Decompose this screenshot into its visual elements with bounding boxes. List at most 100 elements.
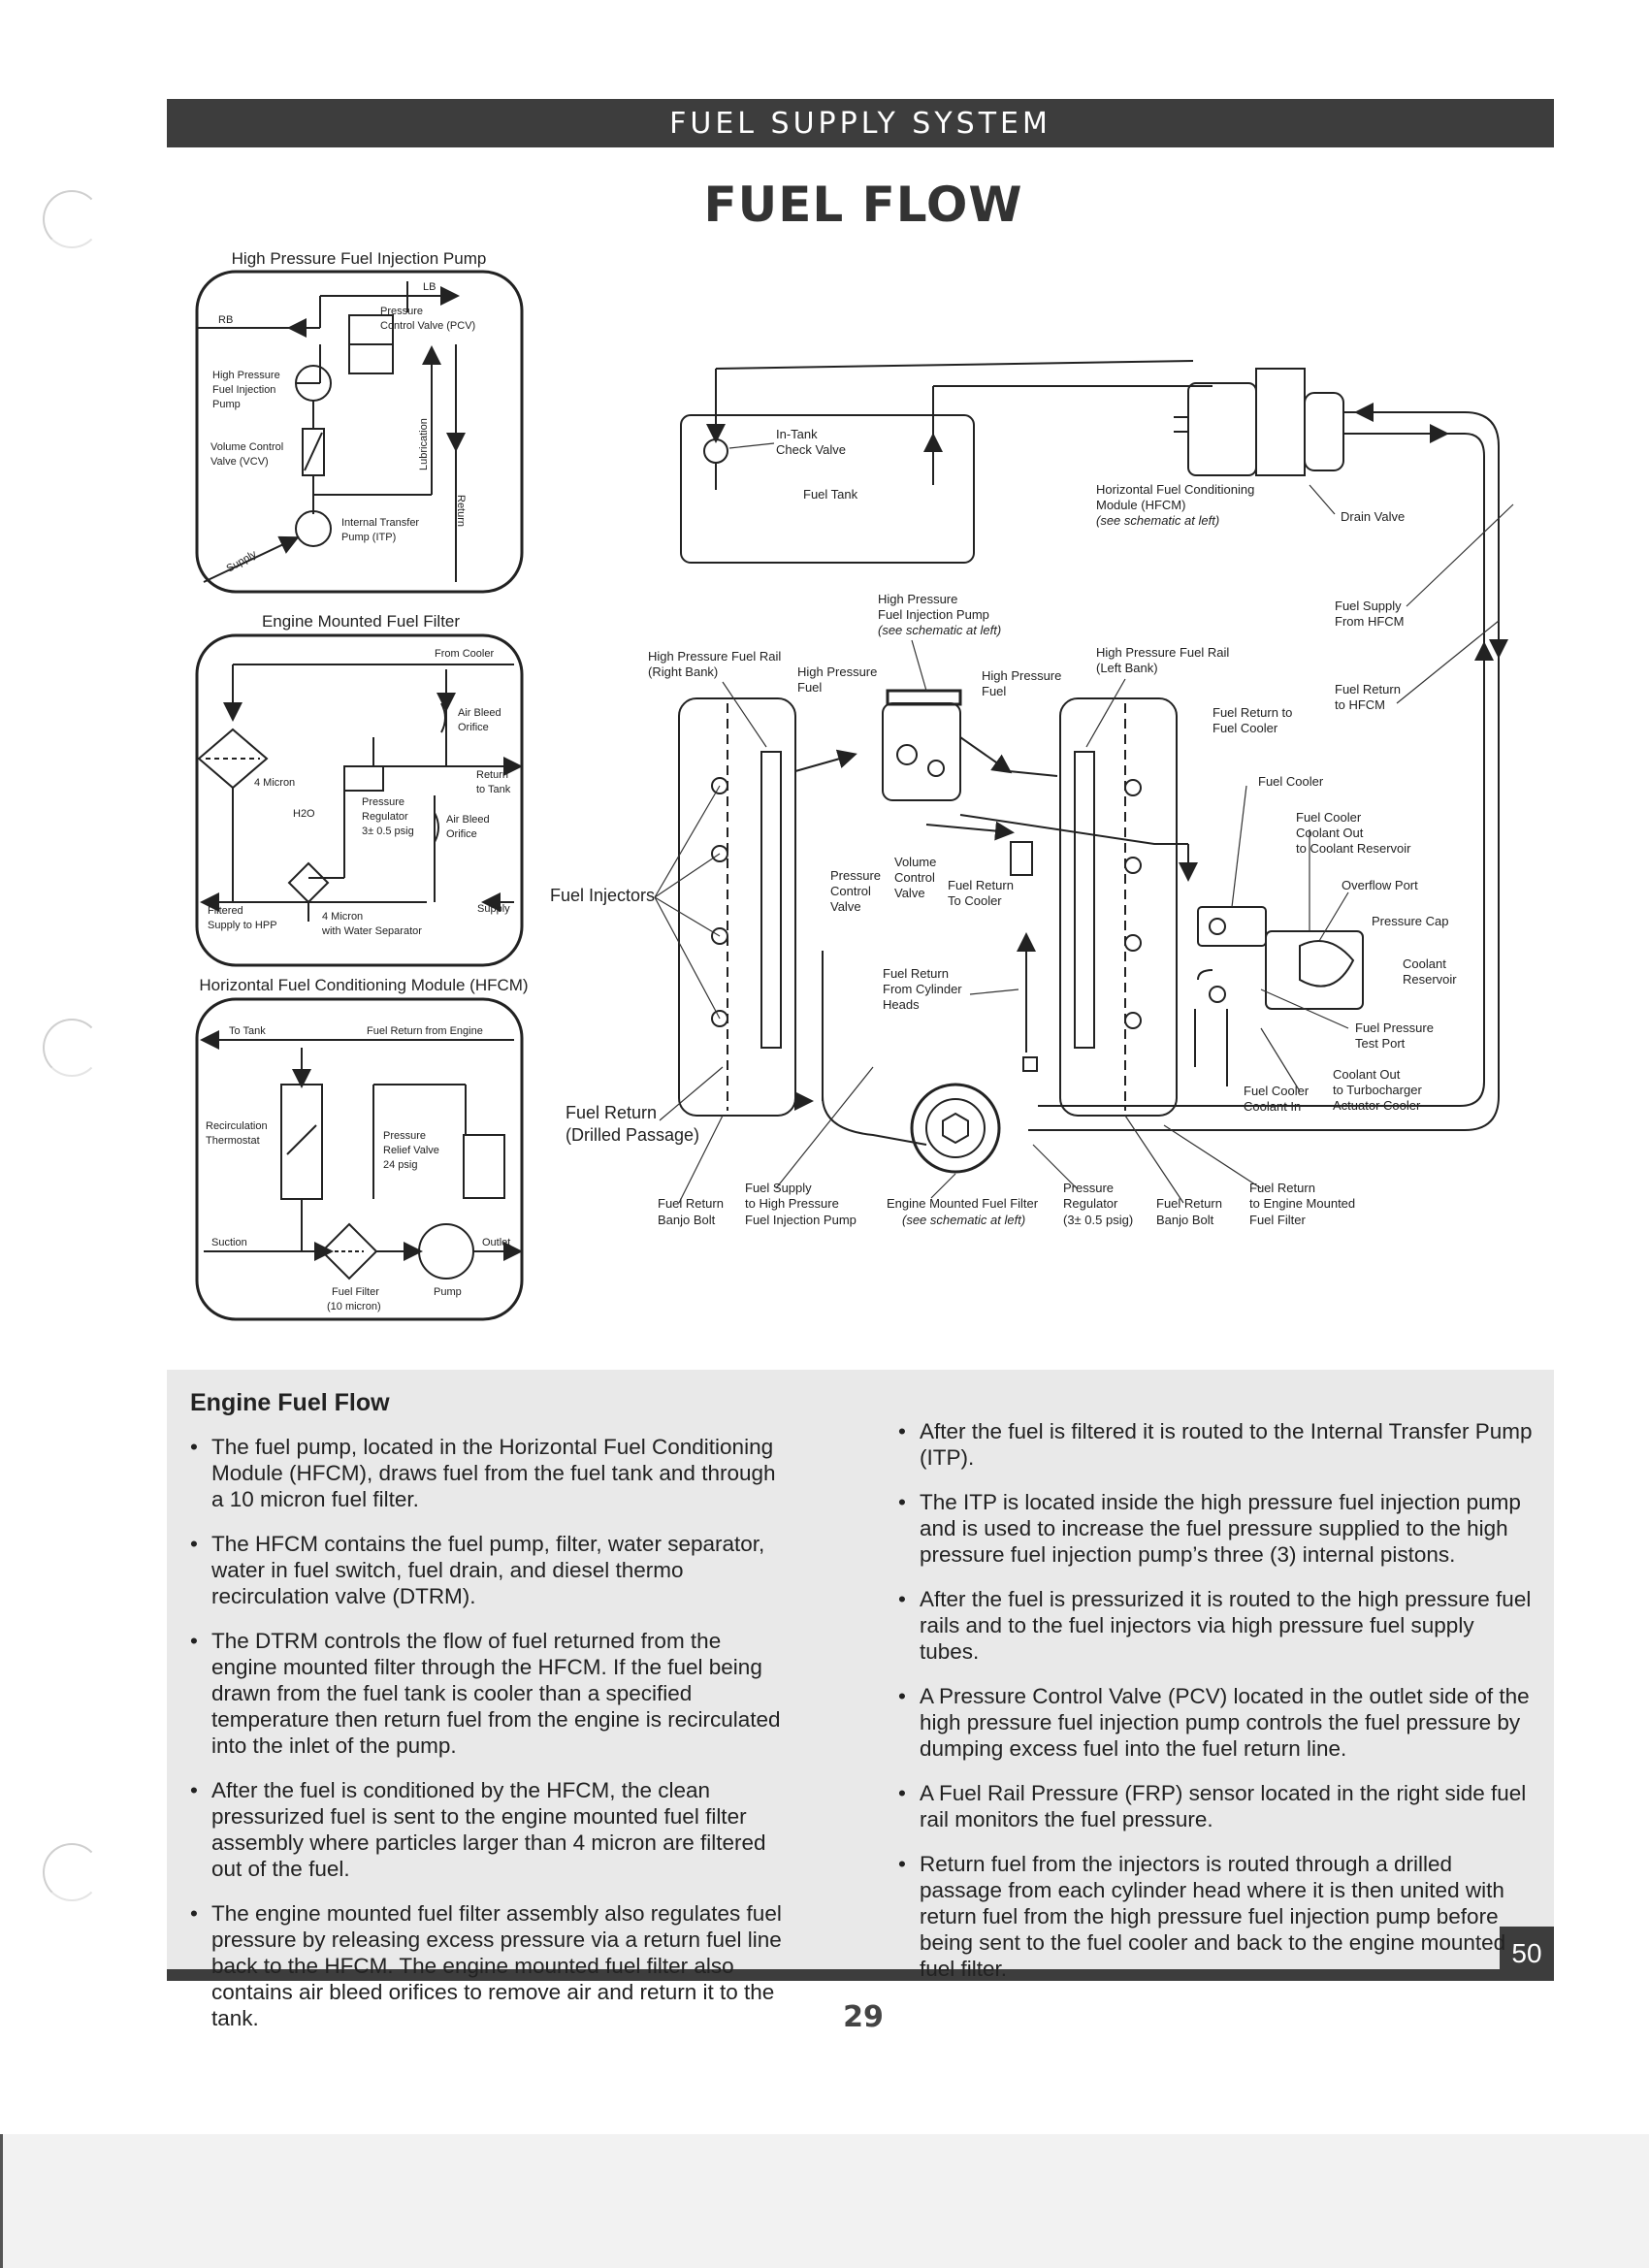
lbl-fuel-injectors: Fuel Injectors (550, 886, 655, 905)
hpp-lb: LB (423, 281, 436, 293)
hpp-schematic-title: High Pressure Fuel Injection Pump (232, 249, 487, 268)
hpp-return: Return (455, 495, 467, 527)
filter-supply: Supply (477, 903, 510, 915)
hpp-pump-1: High Pressure (212, 370, 280, 381)
lbl-fuel-cooler: Fuel Cooler (1258, 774, 1324, 789)
left-bullet-list: The fuel pump, located in the Horizontal… (190, 1434, 792, 2050)
lbl-overflow: Overflow Port (1342, 878, 1418, 892)
lbl-banjo-right-1: Fuel Return (658, 1196, 724, 1211)
hfcm-schematic-frame (195, 997, 524, 1321)
punch-hole-middle (43, 1019, 101, 1077)
bullet-item: Return fuel from the injectors is routed… (898, 1851, 1538, 1982)
bullet-item: After the fuel is conditioned by the HFC… (190, 1777, 792, 1882)
hfcm-schematic-title: Horizontal Fuel Conditioning Module (HFC… (199, 976, 528, 994)
hfcm-filter-symbol (320, 1222, 378, 1280)
lbl-return-hfcm-1: Fuel Return (1335, 682, 1401, 697)
hpp-schematic-labels: LB RB Pressure Control Valve (PCV) High … (210, 281, 475, 575)
hfcm-module (1187, 382, 1257, 476)
lbl-regulator-2: Regulator (1063, 1196, 1118, 1211)
lbl-return-cooler-2: Fuel Cooler (1212, 721, 1278, 735)
scan-left-edge (0, 2134, 3, 2268)
lbl-hpfuel-right-2: Fuel (982, 684, 1006, 698)
lbl-rail-right-2: (Right Bank) (648, 664, 718, 679)
lbl-return-to-cooler-1: Fuel Return (948, 878, 1014, 892)
lbl-pressure-cap: Pressure Cap (1372, 914, 1448, 928)
lbl-pcv-1: Pressure (830, 868, 881, 883)
lbl-reservoir-1: Coolant (1403, 956, 1446, 971)
filter-reg-2: Regulator (362, 811, 408, 823)
filter-sep-2: with Water Separator (321, 925, 422, 937)
lbl-hfcm-2: Module (HFCM) (1096, 498, 1185, 512)
filter-return-2: to Tank (476, 784, 511, 795)
hpp-pump-2: Fuel Injection (212, 384, 275, 396)
hfcm-relief-1: Pressure (383, 1130, 426, 1142)
recirc-thermostat-symbol (280, 1084, 323, 1200)
hpp-pump-3: Pump (212, 399, 241, 410)
lbl-hpp-2: Fuel Injection Pump (878, 607, 989, 622)
lbl-emff-2: (see schematic at left) (902, 1213, 1025, 1227)
lbl-pcv-2: Control (830, 884, 871, 898)
filter-from-cooler: From Cooler (435, 648, 494, 660)
filter-return-1: Return (476, 769, 508, 781)
lbl-drilled-1: Fuel Return (566, 1103, 657, 1122)
relief-valve-symbol (463, 1134, 505, 1199)
bullet-item: A Fuel Rail Pressure (FRP) sensor locate… (898, 1780, 1538, 1832)
section-header: FUEL SUPPLY SYSTEM (167, 99, 1554, 147)
lbl-rail-left-2: (Left Bank) (1096, 661, 1158, 675)
filter-schematic: Engine Mounted Fuel Filter (195, 612, 524, 967)
leader-lines (654, 442, 1514, 1204)
bullet-item: After the fuel is pressurized it is rout… (898, 1586, 1538, 1665)
hpp-schematic: High Pressure Fuel Injection Pump (195, 249, 524, 594)
hpp-pcv-2: Control Valve (PCV) (380, 320, 475, 332)
lbl-fp-test-1: Fuel Pressure (1355, 1021, 1434, 1035)
page-number: 29 (843, 2000, 884, 2034)
lbl-banjo-left-2: Banjo Bolt (1156, 1213, 1214, 1227)
hfcm-recirc-1: Recirculation (206, 1120, 268, 1132)
hp-pump-body (882, 702, 961, 801)
hfcm-schematic-labels: To Tank Fuel Return from Engine Recircul… (206, 1025, 510, 1312)
lbl-emff-1: Engine Mounted Fuel Filter (887, 1196, 1039, 1211)
lbl-fuel-tank: Fuel Tank (803, 487, 858, 502)
lbl-hfcm-1: Horizontal Fuel Conditioning (1096, 482, 1254, 497)
lbl-rail-right-1: High Pressure Fuel Rail (648, 649, 781, 664)
hpp-lubrication: Lubrication (418, 418, 430, 470)
lbl-in-tank-1: In-Tank (776, 427, 818, 441)
lbl-return-emff-3: Fuel Filter (1249, 1213, 1306, 1227)
main-diagram-labels: In-Tank Check Valve Fuel Tank Horizontal… (550, 427, 1457, 1227)
hfcm-return-from-engine: Fuel Return from Engine (367, 1025, 483, 1037)
hfcm-pump: Pump (434, 1286, 462, 1298)
filter-sep-1: 4 Micron (322, 911, 363, 923)
itp-pump-symbol (295, 510, 332, 547)
filter-schematic-frame (195, 633, 524, 967)
filter-reg-1: Pressure (362, 796, 404, 808)
bullet-item: The engine mounted fuel filter assembly … (190, 1900, 792, 2031)
lbl-return-heads-3: Heads (883, 997, 920, 1012)
lbl-return-cooler-1: Fuel Return to (1212, 705, 1292, 720)
bullet-item: A Pressure Control Valve (PCV) located i… (898, 1683, 1538, 1762)
hpp-pcv-1: Pressure (380, 306, 423, 317)
lbl-cooler-out-3: to Coolant Reservoir (1296, 841, 1411, 856)
lbl-return-emff-1: Fuel Return (1249, 1181, 1315, 1195)
lbl-supply-hpp-2: to High Pressure (745, 1196, 839, 1211)
lbl-vcv-1: Volume (894, 855, 936, 869)
in-tank-check-valve (703, 438, 728, 464)
hfcm-filter-1: Fuel Filter (332, 1286, 379, 1298)
filter-schematic-labels: From Cooler Air Bleed Orifice 4 Micron R… (208, 648, 511, 937)
hfcm-recirc-2: Thermostat (206, 1135, 260, 1147)
fuel-flow-diagram: High Pressure Fuel Injection Pump LB RB … (195, 249, 1514, 1321)
filter-airbleed-1: Air Bleed (458, 707, 501, 719)
hfcm-suction: Suction (211, 1237, 247, 1248)
lbl-drilled-2: (Drilled Passage) (566, 1125, 699, 1145)
lbl-hpfuel-right-1: High Pressure (982, 668, 1061, 683)
lbl-return-heads-1: Fuel Return (883, 966, 949, 981)
lbl-regulator-3: (3± 0.5 psig) (1063, 1213, 1133, 1227)
lbl-cooler-out-2: Coolant Out (1296, 826, 1364, 840)
bullet-item: The HFCM contains the fuel pump, filter,… (190, 1531, 792, 1609)
page-title: FUEL FLOW (703, 177, 1023, 233)
lbl-return-hfcm-2: to HFCM (1335, 697, 1385, 712)
filter-schematic-title: Engine Mounted Fuel Filter (262, 612, 460, 631)
filter-filtered-1: Filtered (208, 905, 243, 917)
fuel-cooler (1197, 906, 1267, 947)
bullet-item: The fuel pump, located in the Horizontal… (190, 1434, 792, 1512)
water-separator-symbol (287, 861, 330, 904)
